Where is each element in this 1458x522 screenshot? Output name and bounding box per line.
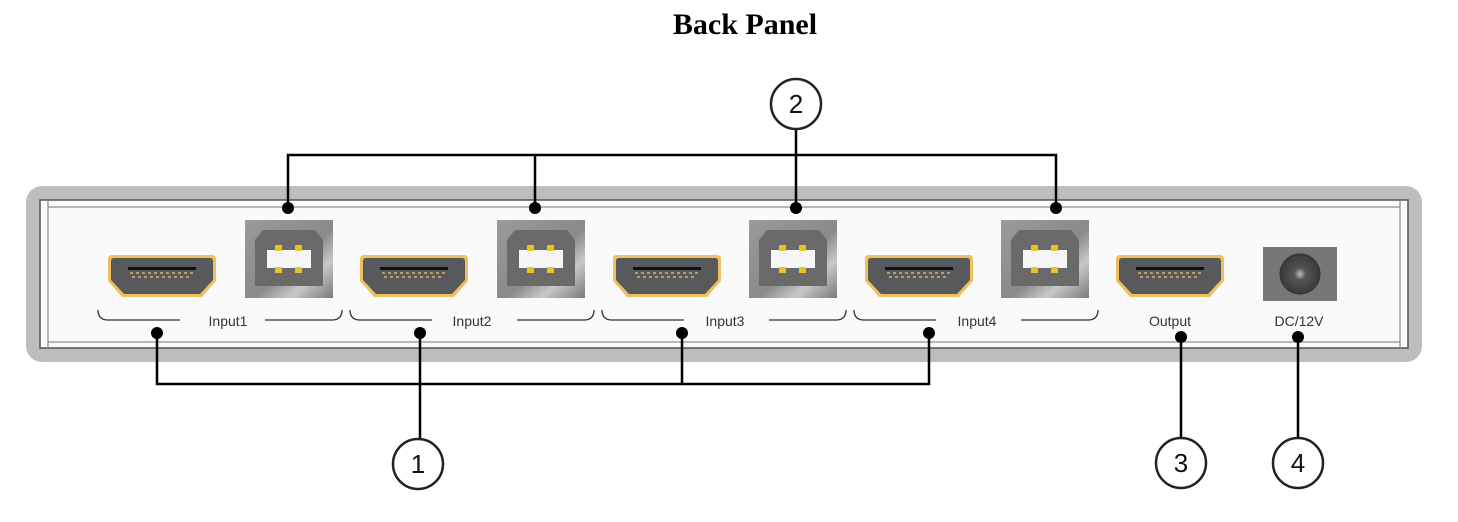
callout-2-dots [282, 202, 1062, 214]
usb-b-port-icon [1001, 220, 1089, 298]
usb-b-port-icon [245, 220, 333, 298]
callout-4: 4 [1271, 436, 1325, 490]
callout-3-4-leaders [1179, 337, 1300, 438]
callout-2: 2 [769, 77, 823, 131]
hdmi-port-icon [1115, 254, 1225, 298]
hdmi-port-icon [359, 254, 469, 298]
dc-jack-icon [1263, 247, 1337, 301]
hdmi-port-icon [612, 254, 722, 298]
callout-1-dots [151, 327, 935, 339]
callout-4-number: 4 [1291, 448, 1305, 478]
callout-3-number: 3 [1174, 448, 1188, 478]
label-input2: Input2 [453, 313, 492, 329]
callout-1-leaders [155, 333, 931, 440]
label-input3: Input3 [706, 313, 745, 329]
callout-2-number: 2 [789, 89, 803, 119]
usb-b-port-icon [749, 220, 837, 298]
input-brackets [97, 309, 1099, 321]
callout-2-leaders [286, 130, 1058, 208]
callout-1: 1 [391, 437, 445, 491]
callout-3: 3 [1154, 436, 1208, 490]
hdmi-port-icon [107, 254, 217, 298]
label-input4: Input4 [958, 313, 997, 329]
label-output: Output [1149, 313, 1191, 329]
page-title: Back Panel [672, 8, 818, 41]
label-power: DC/12V [1274, 313, 1324, 329]
label-input1: Input1 [209, 313, 248, 329]
hdmi-port-icon [864, 254, 974, 298]
usb-b-port-icon [497, 220, 585, 298]
callout-3-4-dots [1175, 331, 1304, 343]
callout-1-number: 1 [411, 449, 425, 479]
